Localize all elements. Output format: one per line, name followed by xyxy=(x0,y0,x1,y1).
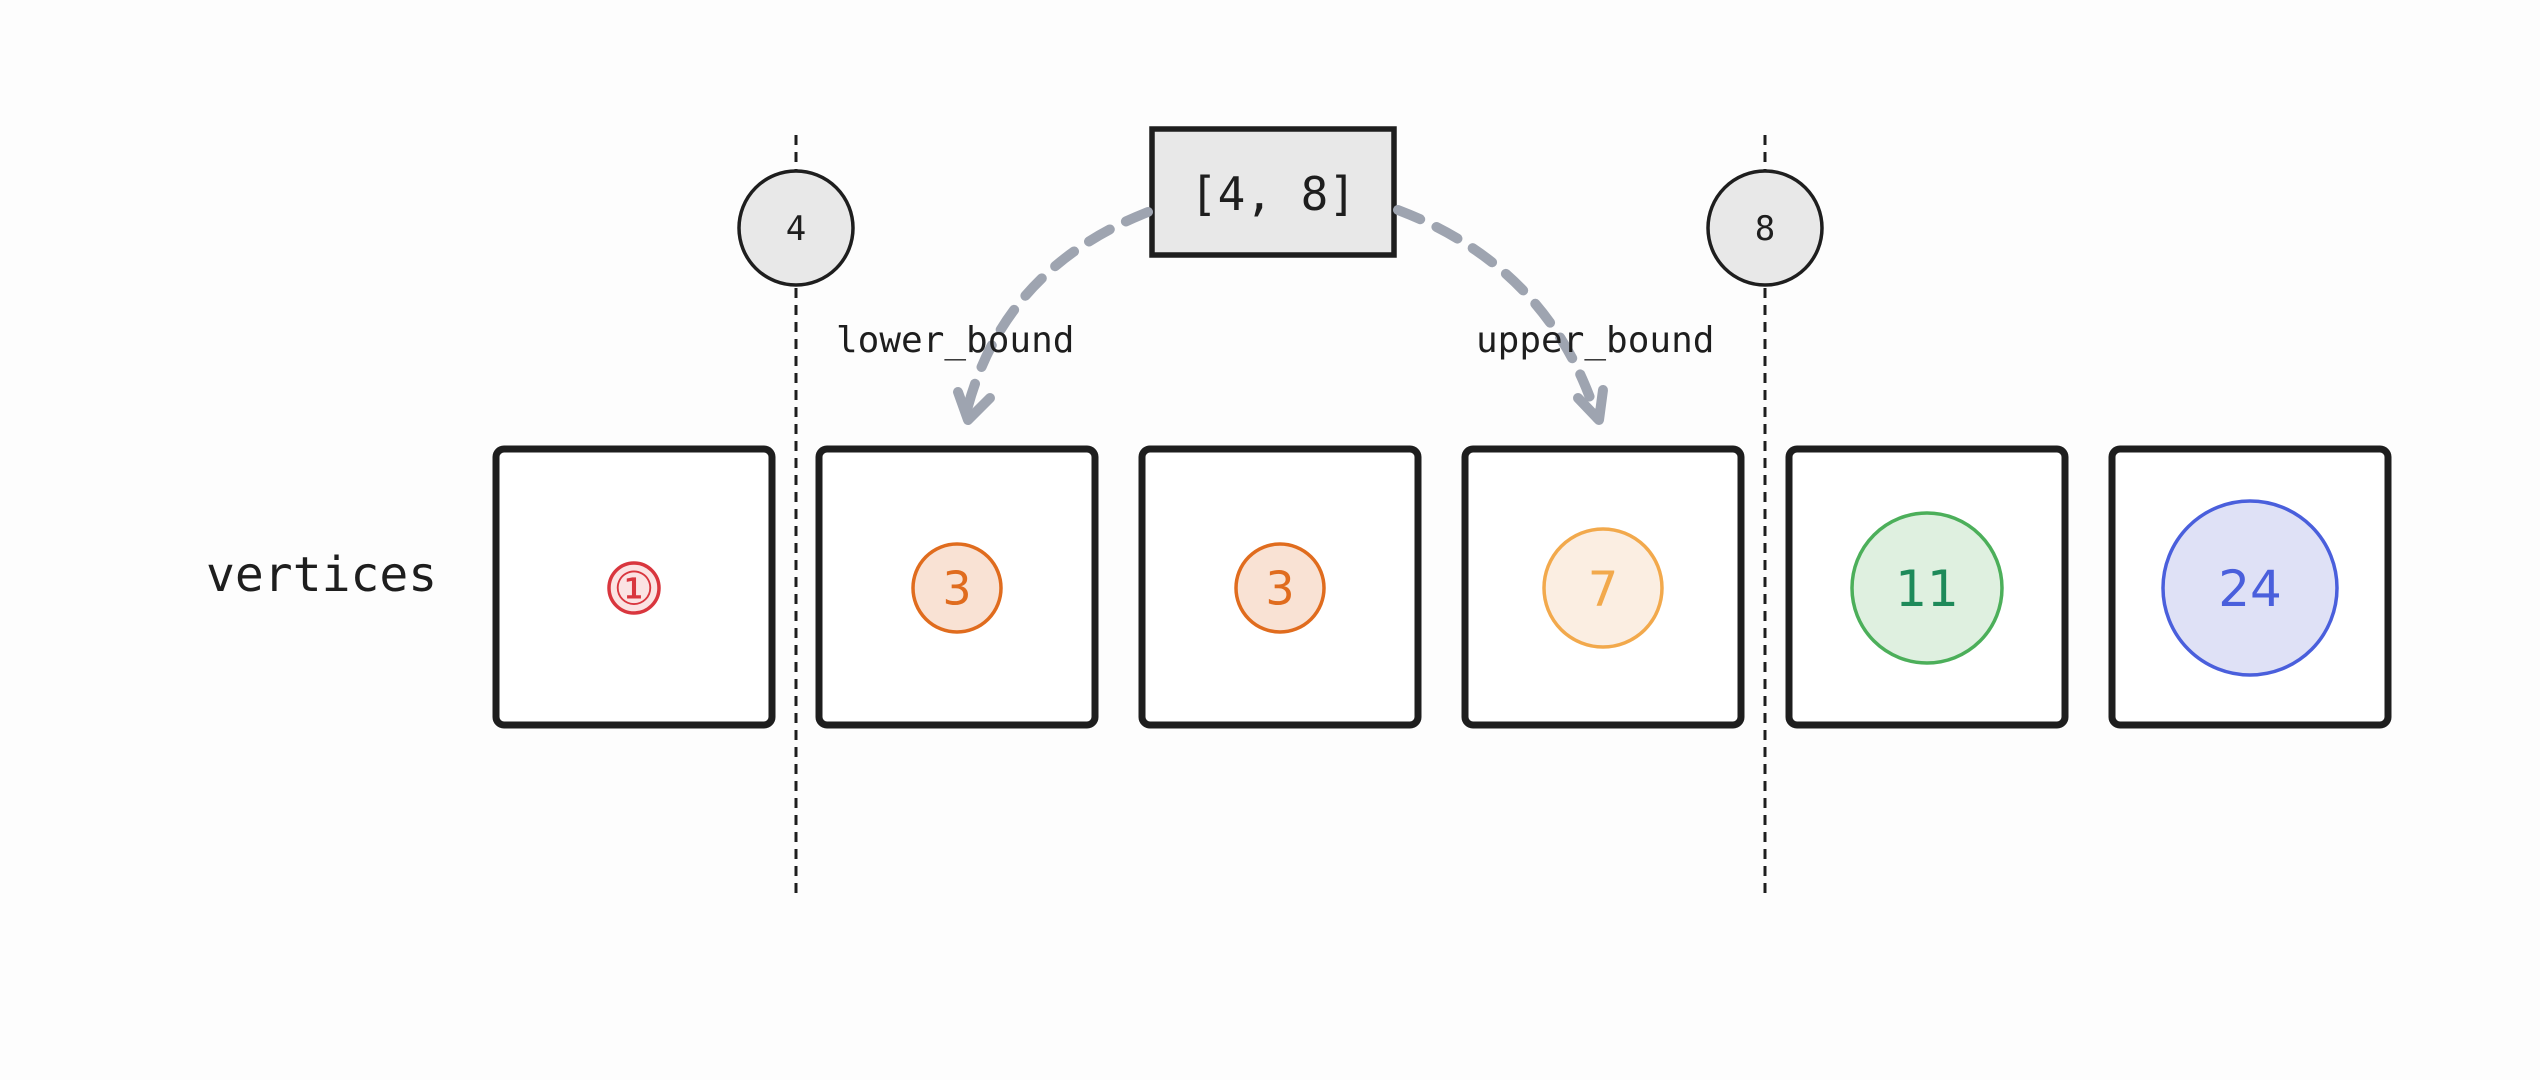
lower-bound-marker-label: 4 xyxy=(786,209,806,249)
vertex-cell: 24 xyxy=(2108,445,2392,729)
vertex-value-label: ① xyxy=(613,562,654,616)
vertex-value-label: 3 xyxy=(942,562,971,616)
vertex-value-label: 3 xyxy=(1265,562,1294,616)
vertex-value-label: 7 xyxy=(1588,561,1619,617)
lower-bound-arrow xyxy=(953,207,1153,425)
vertex-cells: ① 3 3 7 11 24 xyxy=(492,445,2392,729)
vertex-value-circle xyxy=(911,542,1003,634)
lower-bound-label: lower_bound xyxy=(836,320,1074,361)
vertex-cell: 11 xyxy=(1785,445,2069,729)
vertex-value-circle xyxy=(607,561,661,615)
vertex-cell: 7 xyxy=(1461,445,1745,729)
vertex-cell: 3 xyxy=(815,445,1099,729)
upper-bound-arrow xyxy=(1393,205,1608,425)
query-box-label: [4, 8] xyxy=(1190,167,1356,221)
vertex-value-circle xyxy=(1850,511,2004,665)
lower-bound-marker: 4 xyxy=(737,169,855,287)
row-label: vertices xyxy=(206,547,437,603)
vertex-value-circle xyxy=(1542,527,1664,649)
vertex-value-circle xyxy=(1234,542,1326,634)
vertex-cell: 3 xyxy=(1138,445,1422,729)
vertex-value-label: 24 xyxy=(2218,560,2282,618)
vertex-cell: ① xyxy=(492,445,776,729)
vertex-value-label: 11 xyxy=(1895,560,1959,618)
upper-bound-label: upper_bound xyxy=(1476,320,1714,361)
upper-bound-marker-label: 8 xyxy=(1755,209,1775,249)
query-box: [4, 8] xyxy=(1149,126,1397,258)
upper-bound-marker: 8 xyxy=(1706,169,1824,287)
vertex-value-circle xyxy=(2161,499,2339,677)
